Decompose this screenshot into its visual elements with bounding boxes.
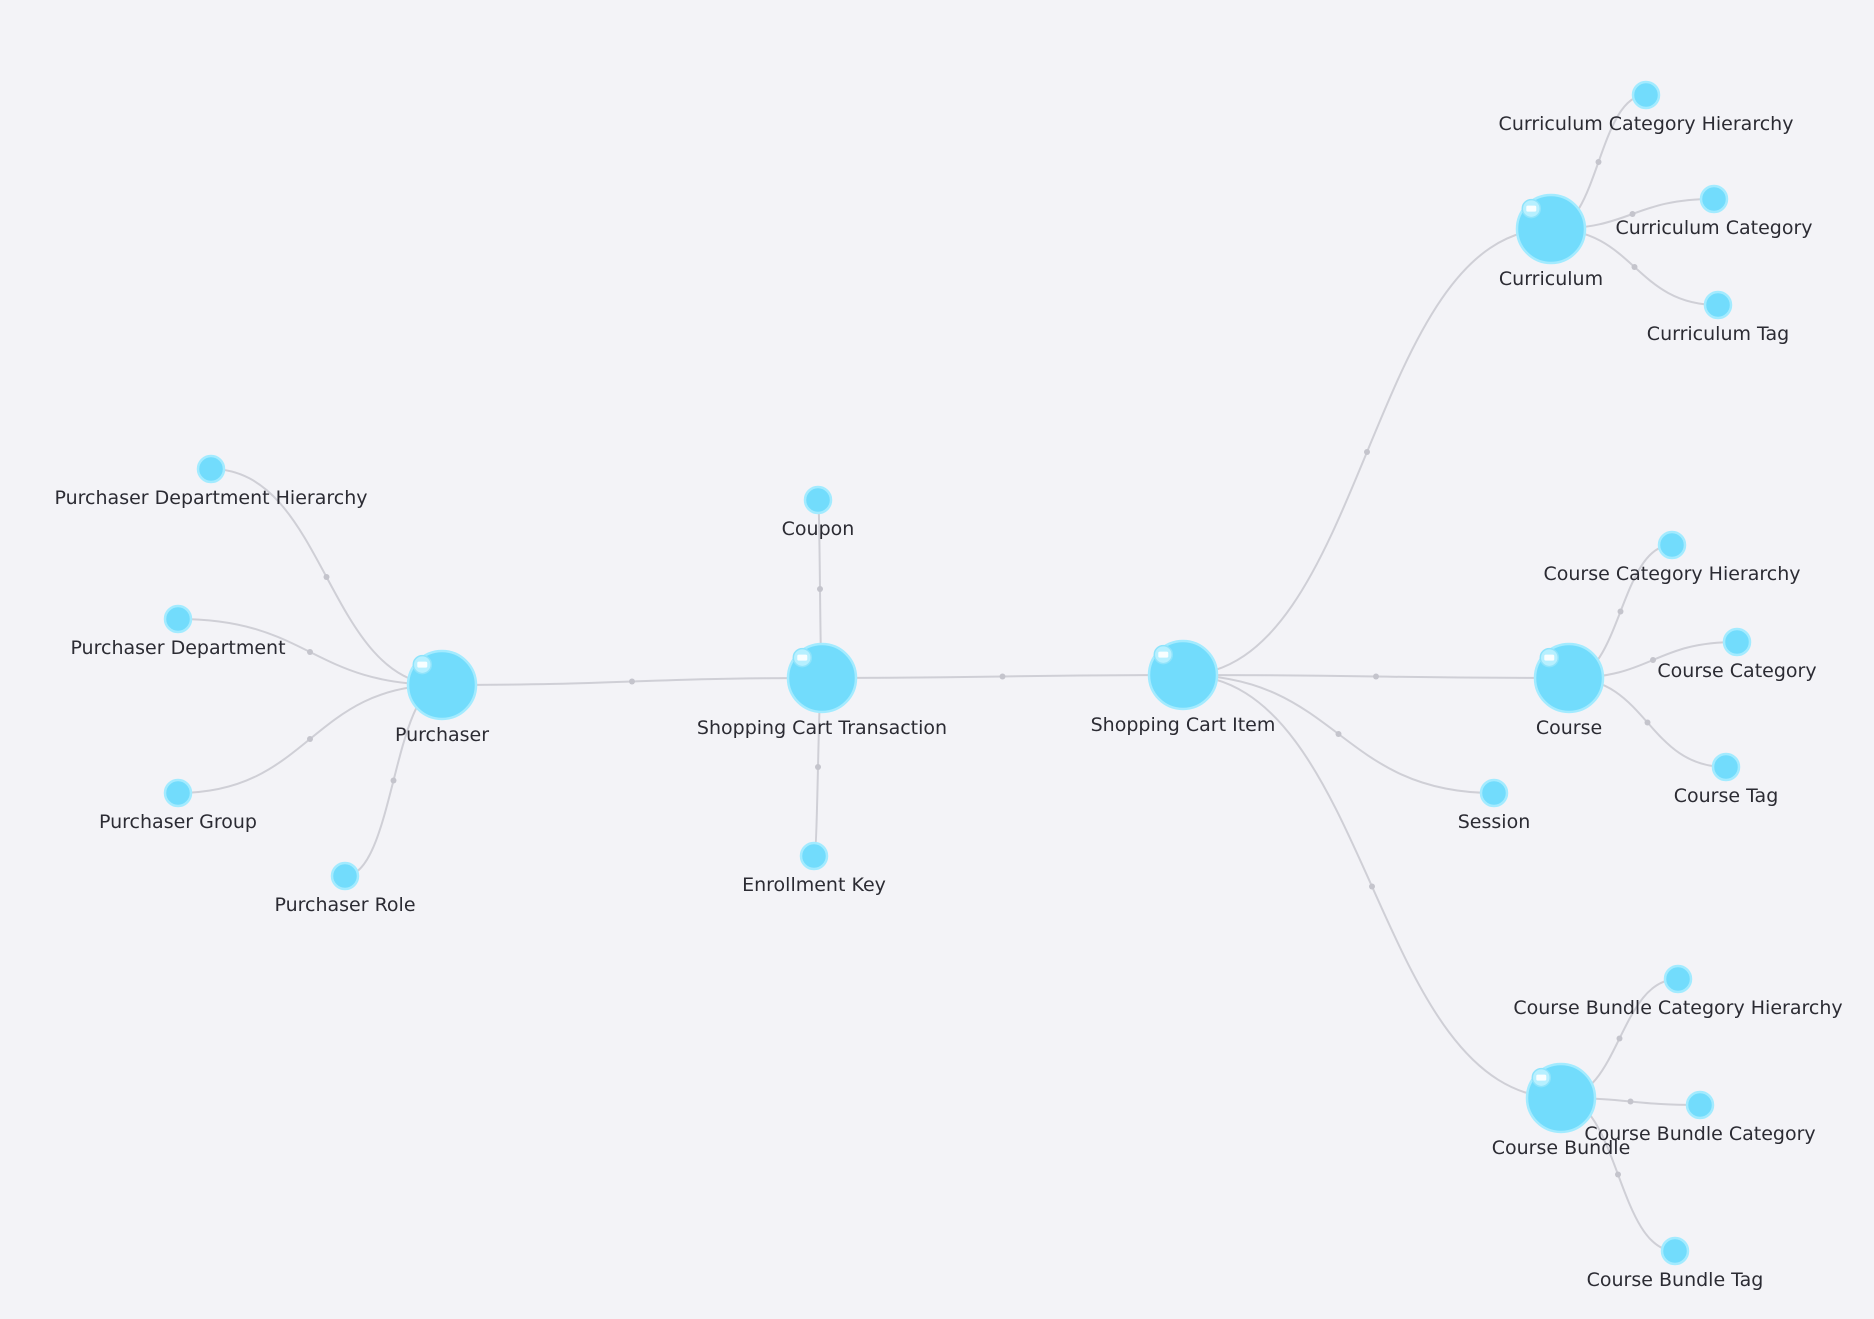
node-label-purchaser-department: Purchaser Department (70, 637, 285, 659)
node-label-purchaser: Purchaser (395, 724, 489, 746)
node-course-bundle[interactable]: Course Bundle (1492, 1062, 1631, 1159)
edge-midpoint-dot (1616, 1035, 1623, 1042)
expand-icon[interactable] (412, 654, 433, 675)
node-circle-coupon[interactable] (803, 485, 833, 515)
node-circle-course-bundle-category-hierarchy[interactable] (1663, 964, 1693, 994)
expand-icon[interactable] (1153, 644, 1174, 665)
node-course-bundle-category-hierarchy[interactable]: Course Bundle Category Hierarchy (1513, 964, 1843, 1019)
node-purchaser-department[interactable]: Purchaser Department (70, 604, 286, 659)
edge-midpoint-dot (1627, 1098, 1634, 1105)
edge-midpoint-dot (390, 777, 397, 784)
node-label-course-tag: Course Tag (1674, 785, 1779, 807)
node-curriculum-category[interactable]: Curriculum Category (1615, 184, 1813, 239)
node-label-curriculum: Curriculum (1499, 268, 1603, 290)
node-label-course-bundle: Course Bundle (1492, 1137, 1631, 1159)
node-label-enrollment-key: Enrollment Key (742, 874, 886, 896)
node-shopping-cart-item[interactable]: Shopping Cart Item (1091, 639, 1276, 736)
node-curriculum-category-hierarchy[interactable]: Curriculum Category Hierarchy (1499, 80, 1794, 135)
node-curriculum-tag[interactable]: Curriculum Tag (1647, 290, 1789, 345)
node-label-course-bundle-tag: Course Bundle Tag (1587, 1269, 1764, 1291)
node-course-category[interactable]: Course Category (1657, 627, 1817, 682)
node-purchaser-group[interactable]: Purchaser Group (99, 778, 257, 833)
node-circle-course-category-hierarchy[interactable] (1657, 530, 1687, 560)
edge-midpoint-dot (629, 678, 635, 685)
node-circle-purchaser-department-hierarchy[interactable] (196, 454, 226, 484)
edge-midpoint-dot (1369, 883, 1375, 890)
expand-icon[interactable] (1539, 647, 1560, 668)
node-course-bundle-tag[interactable]: Course Bundle Tag (1587, 1236, 1764, 1291)
expand-icon[interactable] (1521, 198, 1542, 219)
node-circle-purchaser-role[interactable] (330, 861, 360, 891)
node-course-category-hierarchy[interactable]: Course Category Hierarchy (1543, 530, 1801, 585)
node-label-course-bundle-category: Course Bundle Category (1584, 1123, 1815, 1145)
node-course[interactable]: Course (1533, 642, 1605, 739)
node-label-course-category-hierarchy: Course Category Hierarchy (1543, 563, 1800, 585)
node-enrollment-key[interactable]: Enrollment Key (742, 841, 886, 896)
node-course-bundle-category[interactable]: Course Bundle Category (1584, 1090, 1816, 1145)
edge-midpoint-dot (817, 586, 823, 592)
node-label-session: Session (1458, 811, 1531, 833)
edge-midpoint-dot (1364, 449, 1370, 455)
node-circle-purchaser-department[interactable] (163, 604, 193, 634)
node-circle-course-bundle-category[interactable] (1685, 1090, 1715, 1120)
edge-midpoint-dot (1373, 673, 1379, 680)
node-curriculum[interactable]: Curriculum (1499, 193, 1603, 290)
edge-midpoint-dot (307, 649, 313, 655)
node-label-course: Course (1536, 717, 1602, 739)
edge-midpoint-dot (1650, 657, 1656, 663)
node-label-shopping-cart-item: Shopping Cart Item (1091, 714, 1276, 736)
edge-midpoint-dot (999, 673, 1006, 680)
node-circle-course-category[interactable] (1722, 627, 1752, 657)
edge-midpoint-dot (1631, 264, 1638, 270)
node-label-course-category: Course Category (1657, 660, 1816, 682)
node-purchaser-department-hierarchy[interactable]: Purchaser Department Hierarchy (55, 454, 368, 509)
node-label-purchaser-role: Purchaser Role (274, 894, 415, 916)
node-circle-session[interactable] (1479, 778, 1509, 808)
node-label-coupon: Coupon (782, 518, 855, 540)
node-label-curriculum-tag: Curriculum Tag (1647, 323, 1789, 345)
expand-icon[interactable] (792, 647, 813, 668)
edge-midpoint-dot (1615, 1171, 1621, 1178)
node-label-purchaser-department-hierarchy: Purchaser Department Hierarchy (55, 487, 368, 509)
edge-midpoint-dot (307, 736, 313, 742)
node-label-shopping-cart-transaction: Shopping Cart Transaction (697, 717, 947, 739)
node-shopping-cart-transaction[interactable]: Shopping Cart Transaction (697, 642, 947, 739)
node-circle-enrollment-key[interactable] (799, 841, 829, 871)
edge-midpoint-dot (1335, 731, 1342, 737)
node-label-purchaser-group: Purchaser Group (99, 811, 257, 833)
node-session[interactable]: Session (1458, 778, 1531, 833)
edge-midpoint-dot (323, 574, 330, 580)
edge-midpoint-dot (1595, 159, 1602, 165)
node-circle-purchaser-group[interactable] (163, 778, 193, 808)
expand-icon[interactable] (1531, 1067, 1552, 1088)
nodes-layer: Purchaser Purchaser Department HierarchyP… (55, 80, 1843, 1291)
node-circle-curriculum-category-hierarchy[interactable] (1631, 80, 1661, 110)
node-label-curriculum-category-hierarchy: Curriculum Category Hierarchy (1499, 113, 1794, 135)
node-circle-course-bundle-tag[interactable] (1660, 1236, 1690, 1266)
node-circle-course-tag[interactable] (1711, 752, 1741, 782)
edge-midpoint-dot (815, 764, 821, 770)
node-circle-curriculum-tag[interactable] (1703, 290, 1733, 320)
node-label-course-bundle-category-hierarchy: Course Bundle Category Hierarchy (1513, 997, 1842, 1019)
edge-midpoint-dot (1629, 211, 1636, 217)
node-label-curriculum-category: Curriculum Category (1615, 217, 1812, 239)
node-purchaser[interactable]: Purchaser (395, 649, 489, 746)
edge-midpoint-dot (1644, 719, 1651, 726)
node-circle-curriculum-category[interactable] (1699, 184, 1729, 214)
node-course-tag[interactable]: Course Tag (1674, 752, 1779, 807)
node-purchaser-role[interactable]: Purchaser Role (274, 861, 416, 916)
edge-midpoint-dot (1617, 608, 1624, 615)
node-coupon[interactable]: Coupon (782, 485, 855, 540)
